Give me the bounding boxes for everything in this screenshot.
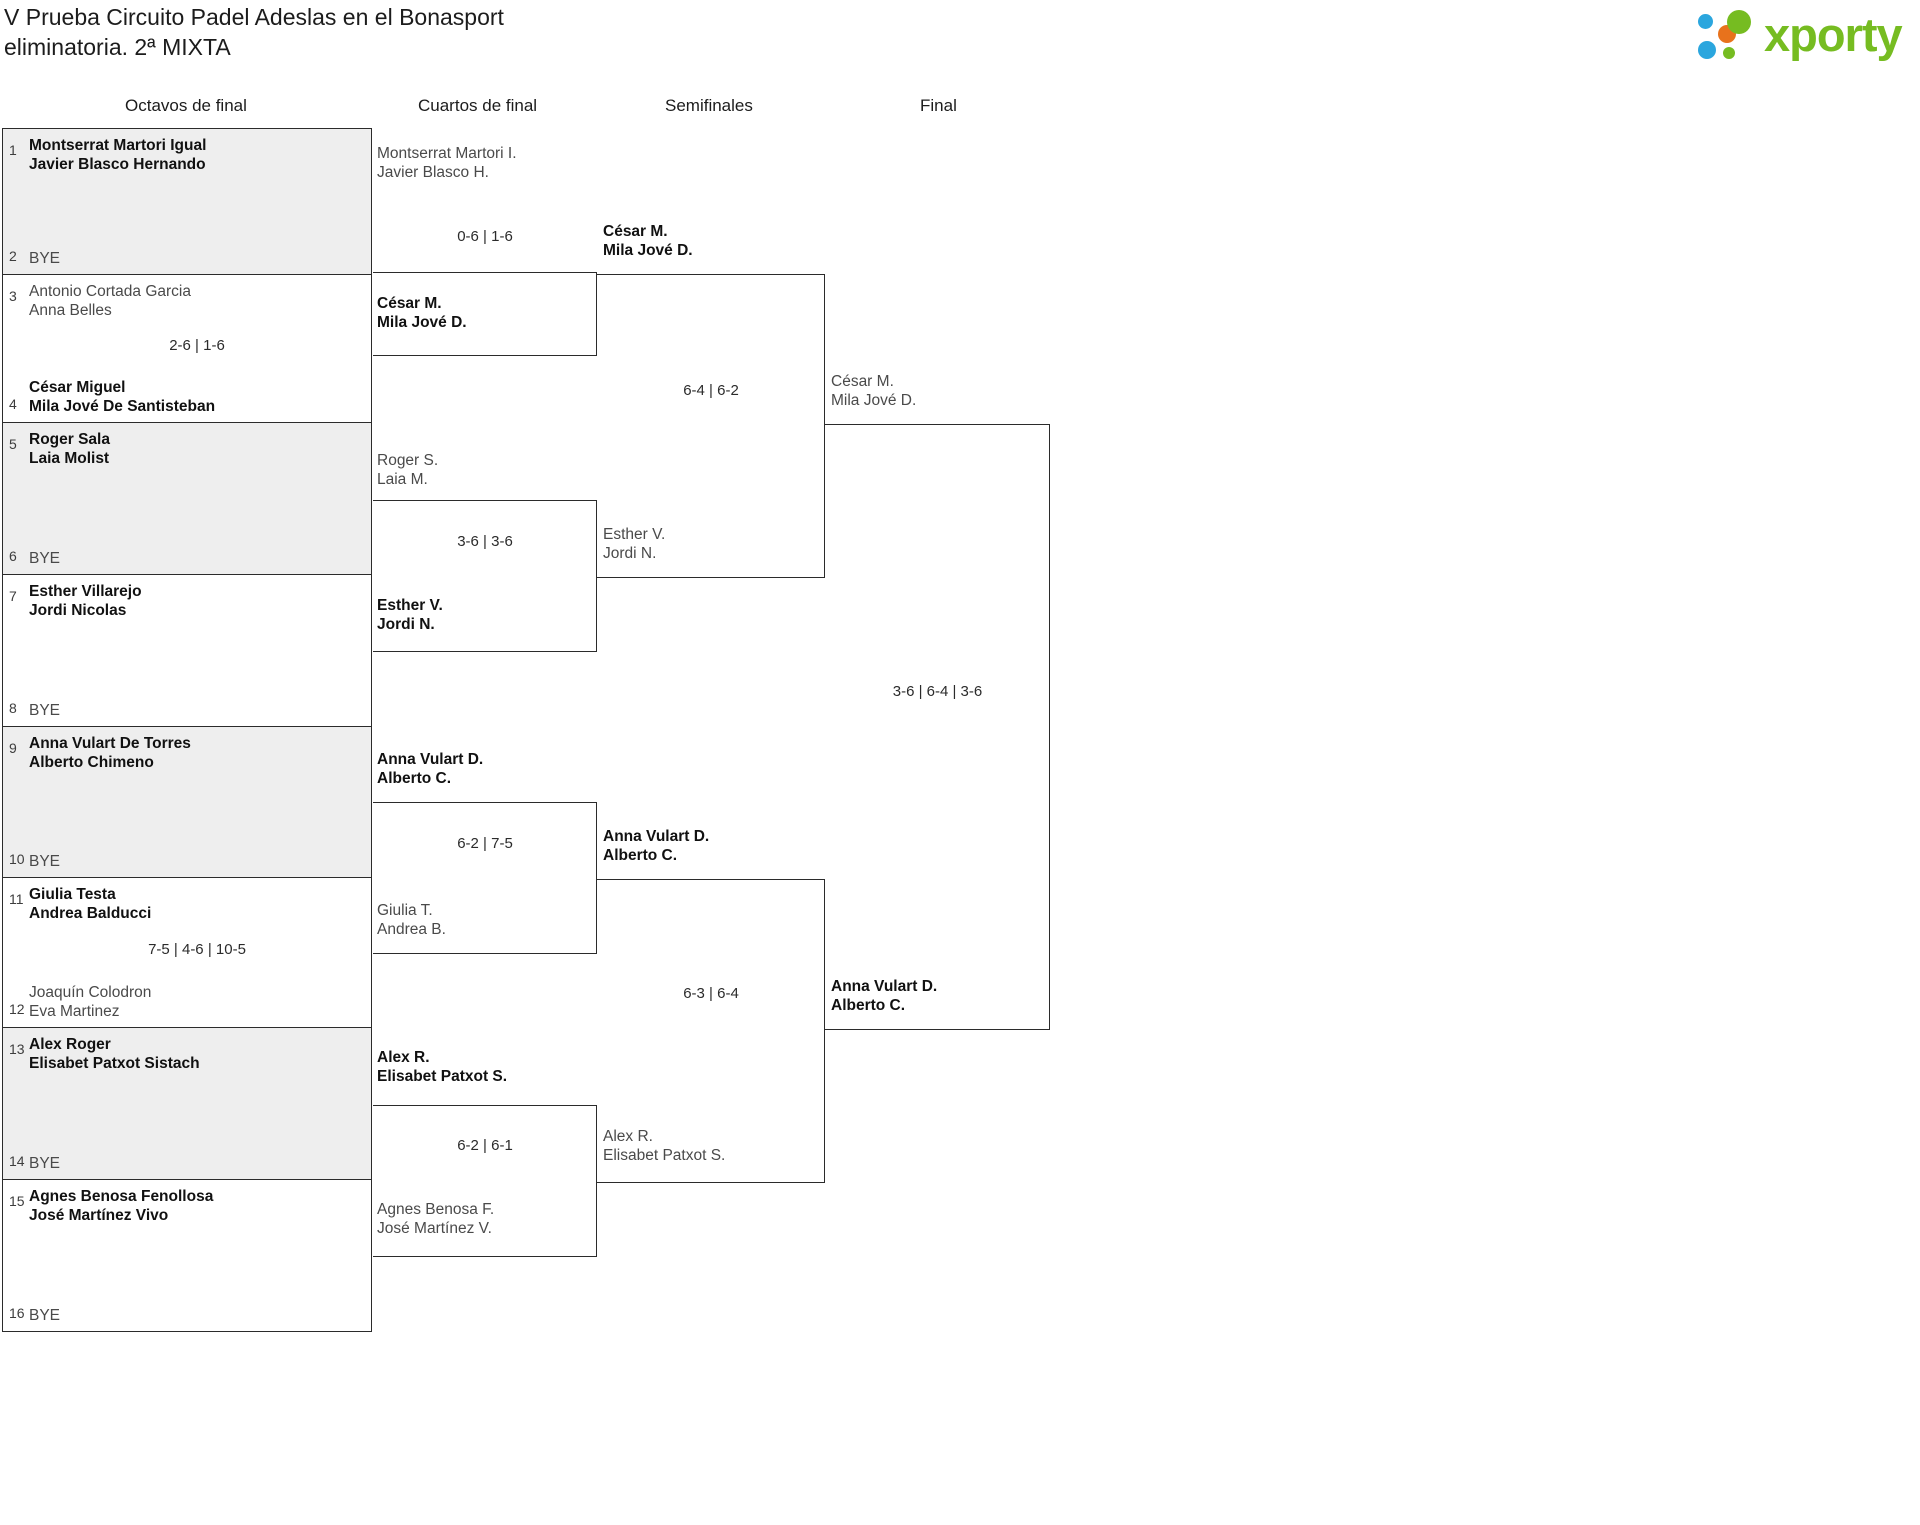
final-connector (825, 424, 1050, 1030)
seed-number: 5 (9, 436, 17, 452)
r1-match-2[interactable]: 3 Antonio Cortada Garcia Anna Belles 2-6… (2, 275, 372, 423)
seed-number: 8 (9, 700, 17, 716)
team-names: Alex Roger Elisabet Patxot Sistach (29, 1036, 200, 1072)
team-names: Antonio Cortada Garcia Anna Belles (29, 283, 191, 319)
r1-match-5[interactable]: 9 Anna Vulart De Torres Alberto Chimeno … (2, 727, 372, 878)
match-score: 7-5 | 4-6 | 10-5 (148, 941, 246, 958)
xporty-logo: xporty (1698, 6, 1908, 64)
seed-number: 15 (9, 1193, 25, 1209)
seed-number: 13 (9, 1041, 25, 1057)
r1-match-8[interactable]: 15 Agnes Benosa Fenollosa José Martínez … (2, 1180, 372, 1332)
team-names: César Miguel Mila Jové De Santisteban (29, 379, 216, 415)
qf-team-bottom-3: Giulia T. Andrea B. (377, 902, 446, 938)
seed-number: 6 (9, 548, 17, 564)
qf-connector-1 (373, 272, 597, 356)
team-names: Giulia Testa Andrea Balducci (29, 886, 152, 922)
sf-team-top-2: Anna Vulart D. Alberto C. (603, 828, 710, 864)
team-names: Agnes Benosa Fenollosa José Martínez Viv… (29, 1188, 214, 1224)
final-team-top: César M. Mila Jové D. (831, 373, 917, 409)
team-names: Joaquín Colodron Eva Martinez (29, 984, 152, 1020)
round-header-semifinales: Semifinales (665, 96, 753, 115)
seed-number: 14 (9, 1153, 25, 1169)
team-names: BYE (29, 1307, 61, 1324)
seed-number: 2 (9, 248, 17, 264)
qf-team-top-4: Alex R. Elisabet Patxot S. (377, 1049, 508, 1085)
r1-match-7[interactable]: 13 Alex Roger Elisabet Patxot Sistach 14… (2, 1028, 372, 1180)
logo-dots-icon (1698, 10, 1764, 62)
qf-score-2: 3-6 | 3-6 (457, 533, 513, 550)
team-names: Roger Sala Laia Molist (29, 431, 110, 467)
team-names: Anna Vulart De Torres Alberto Chimeno (29, 735, 191, 771)
qf-team-bottom-4: Agnes Benosa F. José Martínez V. (377, 1201, 495, 1237)
qf-connector-4 (373, 1105, 597, 1257)
qf-connector-2 (373, 500, 597, 652)
team-names: BYE (29, 853, 61, 870)
final-team-bottom: Anna Vulart D. Alberto C. (831, 978, 938, 1014)
page-header: V Prueba Circuito Padel Adeslas en el Bo… (0, 0, 1920, 78)
sf-score-2: 6-3 | 6-4 (683, 985, 739, 1002)
sf-team-bottom-2: Alex R. Elisabet Patxot S. (603, 1128, 726, 1164)
r1-match-6[interactable]: 11 Giulia Testa Andrea Balducci 7-5 | 4-… (2, 878, 372, 1028)
qf-team-top-2: Roger S. Laia M. (377, 452, 439, 488)
final-score: 3-6 | 6-4 | 3-6 (892, 683, 983, 700)
round-header-octavos: Octavos de final (125, 96, 247, 115)
sf-connector-1 (597, 274, 825, 578)
seed-number: 1 (9, 142, 17, 158)
r1-match-1[interactable]: 1 Montserrat Martori Igual Javier Blasco… (2, 128, 372, 275)
sf-team-bottom-1: Esther V. Jordi N. (603, 526, 666, 562)
seed-number: 3 (9, 288, 17, 304)
seed-number: 11 (9, 891, 24, 907)
round-header-final: Final (920, 96, 957, 115)
team-names: Montserrat Martori Igual Javier Blasco H… (29, 137, 207, 173)
qf-connector-3 (373, 802, 597, 954)
qf-team-top-3: Anna Vulart D. Alberto C. (377, 751, 484, 787)
seed-number: 16 (9, 1305, 25, 1321)
page-title: V Prueba Circuito Padel Adeslas en el Bo… (4, 4, 504, 60)
seed-number: 10 (9, 851, 25, 867)
qf-score-1: 0-6 | 1-6 (457, 228, 513, 245)
qf-score-3: 6-2 | 7-5 (457, 835, 513, 852)
r1-match-4[interactable]: 7 Esther Villarejo Jordi Nicolas 8 BYE (2, 575, 372, 727)
qf-team-top-1: Montserrat Martori I. Javier Blasco H. (377, 145, 517, 181)
qf-team-bottom-2: Esther V. Jordi N. (377, 597, 443, 633)
match-score: 2-6 | 1-6 (169, 337, 225, 354)
r1-match-3[interactable]: 5 Roger Sala Laia Molist 6 BYE (2, 423, 372, 575)
qf-team-bottom-1: César M. Mila Jové D. (377, 295, 467, 331)
team-names: BYE (29, 250, 61, 267)
team-names: BYE (29, 1155, 61, 1172)
team-names: BYE (29, 550, 61, 567)
seed-number: 9 (9, 740, 17, 756)
seed-number: 12 (9, 1001, 25, 1017)
logo-wordmark: xporty (1764, 8, 1903, 61)
sf-score-1: 6-4 | 6-2 (683, 382, 739, 399)
sf-connector-2 (597, 879, 825, 1183)
sf-team-top-1: César M. Mila Jové D. (603, 223, 693, 259)
team-names: BYE (29, 702, 61, 719)
qf-score-4: 6-2 | 6-1 (457, 1137, 513, 1154)
team-names: Esther Villarejo Jordi Nicolas (29, 583, 142, 619)
seed-number: 4 (9, 396, 17, 412)
seed-number: 7 (9, 588, 17, 604)
round-header-cuartos: Cuartos de final (418, 96, 538, 115)
